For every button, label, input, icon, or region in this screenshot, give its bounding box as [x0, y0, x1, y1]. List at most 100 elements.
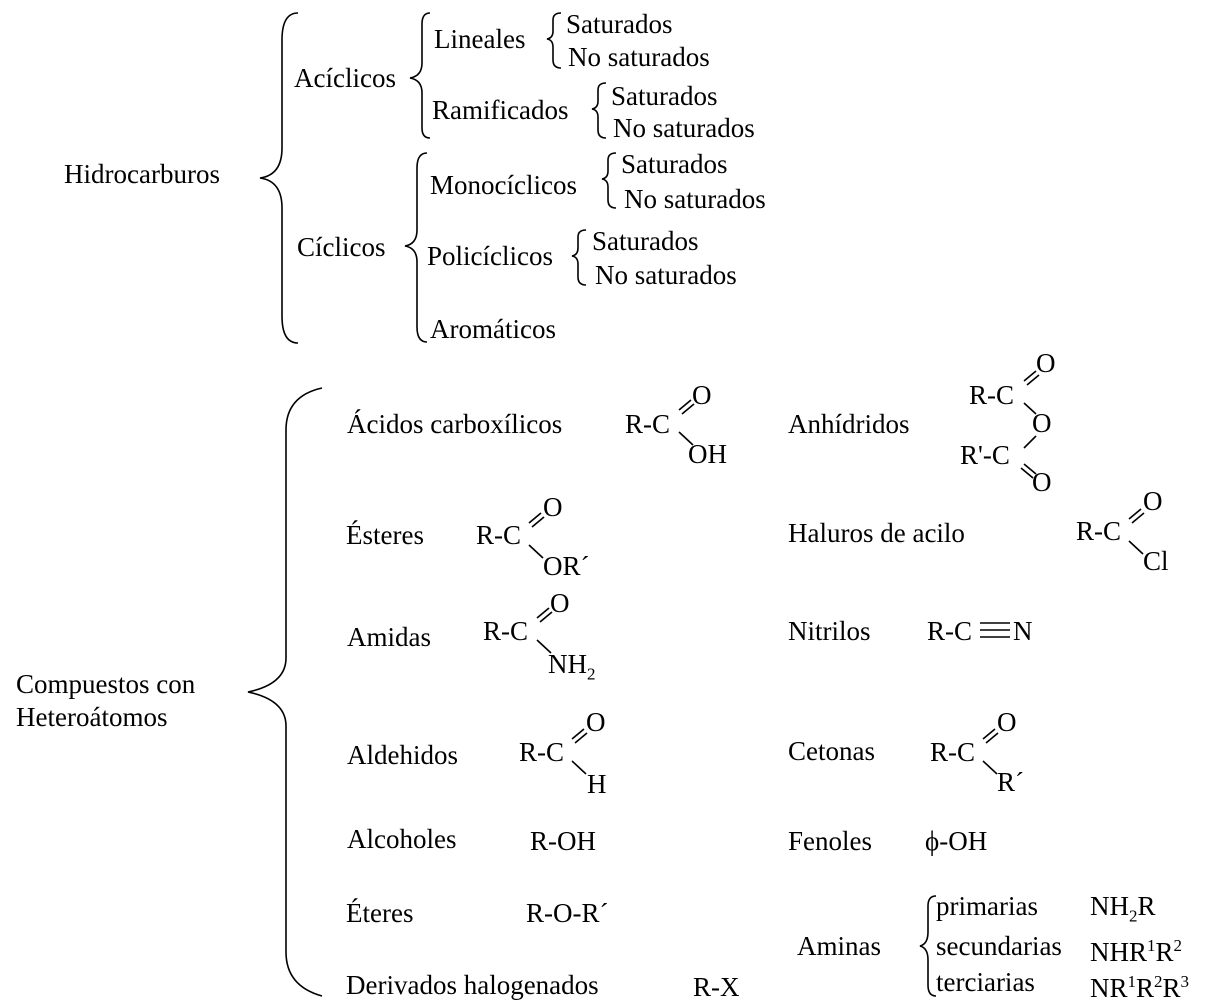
lineales-saturados: Saturados — [566, 9, 673, 39]
brace-aciclicos — [409, 12, 431, 139]
monociclicos-saturados: Saturados — [621, 149, 728, 179]
ester-single-bond — [528, 544, 544, 559]
aldehidos-label: Aldehidos — [347, 740, 458, 770]
aldehidos-o: O — [586, 707, 606, 737]
brace-heteroatomos — [247, 387, 323, 997]
anhidridos-label: Anhídridos — [788, 409, 910, 439]
monociclicos-label: Monocíclicos — [430, 170, 577, 200]
aldehyde-double-bond-a — [571, 728, 585, 740]
derivados-label: Derivados halogenados — [346, 970, 599, 1000]
ramificados-saturados: Saturados — [611, 81, 718, 111]
cetonas-label: Cetonas — [788, 736, 875, 766]
anh-top-double-a — [1023, 370, 1037, 382]
amidas-nh2: NH2 — [548, 649, 596, 689]
acidos-label: Ácidos carboxílicos — [347, 409, 563, 439]
anh-bot-double-b — [1020, 467, 1034, 479]
lineales-label: Lineales — [434, 24, 526, 54]
f-ter-c-sup: 3 — [1180, 972, 1190, 991]
f-sec-b-sup: 2 — [1173, 936, 1183, 955]
f-ter-c: R — [1162, 973, 1181, 1003]
haluros-rc: R-C — [1076, 516, 1122, 546]
acidos-o: O — [692, 380, 712, 410]
acidos-rc: R-C — [625, 409, 671, 439]
amide-single-bond — [536, 639, 552, 654]
anhidridos-o-mid: O — [1032, 408, 1052, 438]
esteres-label: Ésteres — [346, 520, 424, 550]
brace-ciclicos — [404, 152, 428, 343]
f-prim-a-sub: 2 — [1129, 906, 1138, 926]
eteres-formula: R-O-R´ — [526, 898, 609, 928]
alcoholes-label: Alcoholes — [347, 824, 457, 854]
haluros-cl: Cl — [1143, 546, 1169, 576]
acid-single-bond — [678, 431, 694, 446]
policiclicos-saturados: Saturados — [592, 226, 699, 256]
policiclicos-label: Policíclicos — [427, 241, 553, 271]
hidrocarburos-title: Hidrocarburos — [64, 159, 220, 189]
anhidridos-o-top: O — [1036, 348, 1056, 378]
aldehidos-rc: R-C — [519, 737, 565, 767]
haluros-label: Haluros de acilo — [788, 518, 965, 548]
aromaticos-label: Aromáticos — [430, 314, 556, 344]
brace-ramificados — [591, 82, 607, 139]
brace-lineales — [546, 12, 562, 69]
aldehyde-single-bond — [571, 760, 587, 775]
esteres-or: OR´ — [543, 551, 590, 581]
amidas-o: O — [550, 588, 570, 618]
monociclicos-no-saturados: No saturados — [624, 184, 766, 214]
amidas-nh-subscript: 2 — [587, 664, 596, 684]
aminas-secundarias: secundarias — [936, 931, 1062, 961]
ramificados-label: Ramificados — [432, 95, 569, 125]
f-sec-a-sup: 1 — [1147, 936, 1156, 955]
alcoholes-formula: R-OH — [530, 826, 596, 856]
lineales-no-saturados: No saturados — [568, 42, 710, 72]
f-prim-b: R — [1137, 891, 1156, 921]
brace-policiclicos — [571, 229, 587, 286]
halide-double-bond-a — [1128, 508, 1142, 520]
ketone-double-bond-a — [982, 728, 996, 740]
anhidridos-rc2: R'-C — [960, 440, 1010, 470]
amidas-label: Amidas — [347, 622, 431, 652]
f-prim-a: NH — [1090, 891, 1129, 921]
aminas-formula-secundarias: NHR1R2 — [1090, 931, 1182, 967]
derivados-formula: R-X — [693, 972, 740, 1002]
ester-double-bond-a — [528, 512, 542, 524]
amidas-rc: R-C — [483, 616, 529, 646]
nitrilos-rc: R-C — [927, 616, 973, 646]
cetonas-rc: R-C — [930, 737, 976, 767]
acid-double-bond-b — [681, 403, 695, 415]
heteroatomos-title-line2: Heteroátomos — [16, 702, 168, 732]
fenoles-formula: ϕ-OH — [925, 826, 988, 856]
f-ter-b-sup: 2 — [1154, 972, 1163, 991]
amide-double-bond-b — [539, 611, 553, 623]
ramificados-no-saturados: No saturados — [613, 113, 755, 143]
halide-single-bond — [1128, 540, 1144, 555]
aminas-label: Aminas — [797, 931, 881, 961]
aciclicos-label: Acíclicos — [294, 63, 396, 93]
acid-double-bond-a — [678, 399, 692, 411]
f-ter-b: R — [1136, 973, 1155, 1003]
brace-hidrocarburos — [259, 12, 299, 344]
aminas-terciarias: terciarias — [936, 967, 1035, 997]
anhidridos-o-bot: O — [1032, 467, 1052, 497]
aldehidos-h: H — [587, 769, 607, 799]
anh-mid-bond-2 — [1023, 435, 1037, 449]
ketone-double-bond-b — [985, 732, 999, 744]
nitrilos-n: N — [1013, 616, 1033, 646]
aminas-formula-primarias: NH2R — [1090, 891, 1156, 931]
brace-monociclicos — [601, 152, 617, 209]
amide-double-bond-a — [536, 607, 550, 619]
amidas-nh-base: NH — [548, 649, 587, 679]
anh-top-double-b — [1026, 374, 1040, 386]
f-sec-a: NHR — [1090, 937, 1148, 967]
ester-double-bond-b — [531, 516, 545, 528]
ketone-single-bond — [982, 760, 998, 775]
policiclicos-no-saturados: No saturados — [595, 260, 737, 290]
aldehyde-double-bond-b — [574, 732, 588, 744]
haluros-o: O — [1143, 486, 1163, 516]
esteres-rc: R-C — [476, 520, 522, 550]
anh-mid-bond-1 — [1023, 402, 1037, 415]
brace-aminas — [919, 895, 937, 997]
cetonas-o: O — [997, 707, 1017, 737]
